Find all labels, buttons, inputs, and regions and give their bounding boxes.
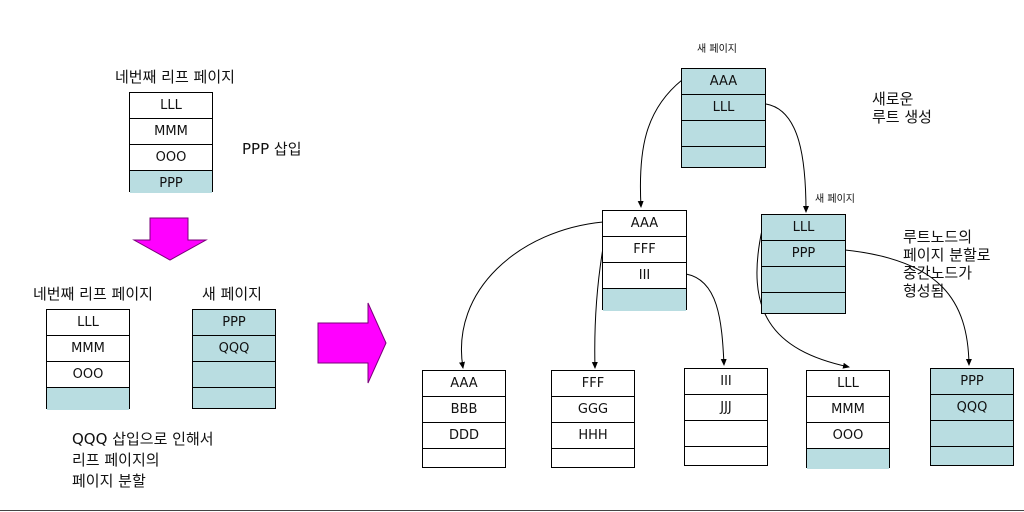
root-entry <box>682 147 765 169</box>
leaf-entry: PPP <box>931 369 1013 395</box>
split-note-line-3: 페이지 분할 <box>72 472 146 490</box>
leaf-entry <box>931 447 1013 467</box>
leaf-entry: LLL <box>47 310 129 336</box>
leaf-page-3: III JJJ <box>684 368 768 466</box>
fourth-leaf-page: LLL MMM OOO PPP <box>129 92 213 193</box>
connector-ppp-to-leaf5 <box>844 249 972 366</box>
leaf-entry <box>193 388 275 410</box>
root-page: AAA LLL <box>681 68 766 168</box>
leaf-entry <box>552 449 634 469</box>
inner-entry: LLL <box>762 215 845 241</box>
leaf-entry <box>931 421 1013 447</box>
leaf-page-2: FFF GGG HHH <box>551 370 635 468</box>
inner-entry: FFF <box>603 237 686 263</box>
root-entry <box>682 121 765 147</box>
split-root-note-line-3: 중간노드가 <box>903 264 973 282</box>
inner-entry: III <box>603 263 686 289</box>
leaf-page-5: PPP QQQ <box>930 368 1014 466</box>
inner-right-page: LLL PPP <box>761 214 846 314</box>
fourth-leaf-title: 네번째 리프 페이지 <box>115 68 235 86</box>
leaf-entry: OOO <box>47 362 129 388</box>
new-root-note-line-1: 새로운 <box>872 90 914 108</box>
leaf-entry <box>685 421 767 447</box>
connector-iii-to-leaf3 <box>685 273 727 366</box>
connector-root-to-inner-right <box>765 103 809 213</box>
leaf-entry: LLL <box>807 371 889 397</box>
leaf-entry: GGG <box>552 397 634 423</box>
leaf-entry-empty <box>807 449 889 469</box>
split-root-note-line-1: 루트노드의 <box>903 228 973 246</box>
leaf-entry: FFF <box>552 371 634 397</box>
connector-root-to-inner-left <box>637 79 683 208</box>
leaf-entry: OOO <box>807 423 889 449</box>
root-entry: LLL <box>682 95 765 121</box>
split-note-line-2: 리프 페이지의 <box>72 451 160 469</box>
split-note-line-1: QQQ 삽입으로 인해서 <box>72 430 214 448</box>
leaf-entry: JJJ <box>685 395 767 421</box>
root-label: 새 페이지 <box>697 44 737 55</box>
leaf-entry: MMM <box>130 119 212 145</box>
split-root-note-line-4: 형성됨 <box>903 282 945 300</box>
insert-note: PPP 삽입 <box>242 140 302 158</box>
leaf-entry: MMM <box>807 397 889 423</box>
inner-entry <box>762 267 845 293</box>
inner-entry: AAA <box>603 211 686 237</box>
down-arrow-icon <box>132 217 208 261</box>
leaf-entry: BBB <box>423 397 505 423</box>
after-leaf-title: 네번째 리프 페이지 <box>33 285 153 303</box>
leaf-entry: MMM <box>47 336 129 362</box>
right-arrow-icon <box>317 302 387 384</box>
inner-entry <box>762 293 845 315</box>
leaf-entry-empty <box>47 388 129 410</box>
inner-entry <box>603 289 686 311</box>
new-page-title: 새 페이지 <box>202 285 262 303</box>
leaf-entry <box>423 449 505 469</box>
leaf-entry: OOO <box>130 145 212 171</box>
leaf-entry: AAA <box>423 371 505 397</box>
leaf-entry: QQQ <box>193 336 275 362</box>
leaf-entry: LLL <box>130 93 212 119</box>
leaf-entry-inserted: PPP <box>130 171 212 193</box>
connector-aaa-to-leaf1 <box>459 221 604 369</box>
after-leaf-page: LLL MMM OOO <box>46 309 130 410</box>
inner-left-page: AAA FFF III <box>602 210 687 311</box>
new-root-note-line-2: 루트 생성 <box>872 108 932 126</box>
leaf-entry: DDD <box>423 423 505 449</box>
bottom-divider <box>0 510 1024 511</box>
connector-fff-to-leaf2 <box>591 247 604 369</box>
leaf-entry: QQQ <box>931 395 1013 421</box>
root-entry: AAA <box>682 69 765 95</box>
leaf-entry: PPP <box>193 310 275 336</box>
inner-entry: PPP <box>762 241 845 267</box>
leaf-page-4: LLL MMM OOO <box>806 370 890 469</box>
leaf-entry: HHH <box>552 423 634 449</box>
leaf-page-1: AAA BBB DDD <box>422 370 506 468</box>
leaf-entry <box>193 362 275 388</box>
connector-lll-to-leaf4 <box>756 229 850 369</box>
leaf-entry: III <box>685 369 767 395</box>
inner-right-label: 새 페이지 <box>815 194 855 205</box>
split-root-note-line-2: 페이지 분할로 <box>903 246 991 264</box>
leaf-entry <box>685 447 767 467</box>
new-leaf-page: PPP QQQ <box>192 309 276 409</box>
